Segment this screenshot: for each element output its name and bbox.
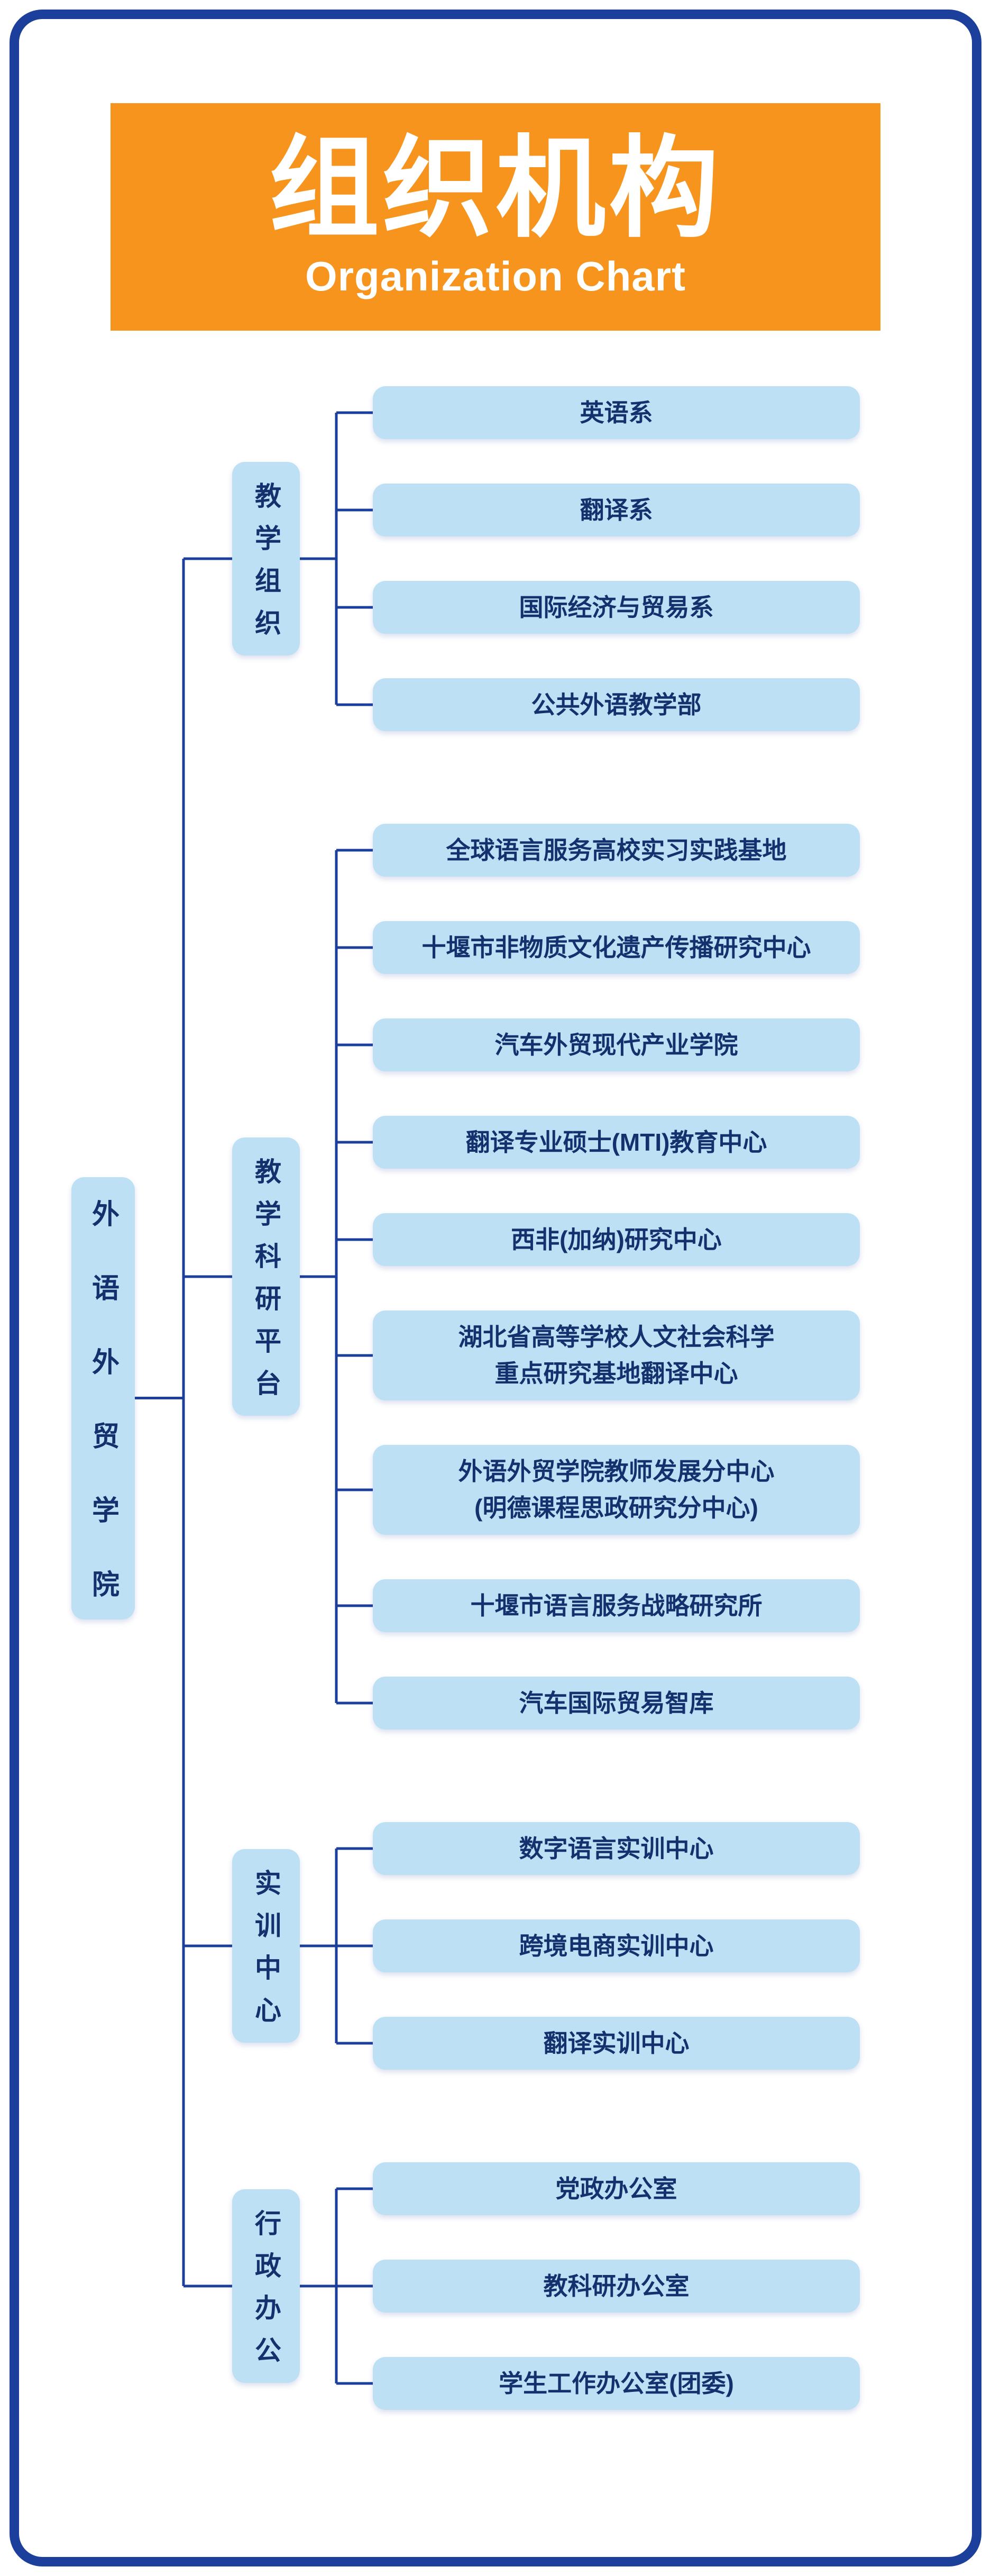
category-node: 教学科研平台 [232,1137,300,1416]
category-node: 教学组织 [232,462,300,656]
leaf-node: 翻译系 [373,484,860,536]
leaf-node: 湖北省高等学校人文社会科学 重点研究基地翻译中心 [373,1310,860,1400]
leaf-node: 翻译实训中心 [373,2017,860,2070]
leaf-node: 学生工作办公室(团委) [373,2357,860,2410]
category-node-label: 教学科研平台 [251,1158,281,1412]
category-node: 行政办公 [232,2189,300,2383]
groups-column: 教学组织 英语系翻译系国际经济与贸易系公共外语教学部教学科研平台 全球语言服务高校实… [232,386,860,2410]
leaves-column: 数字语言实训中心跨境电商实训中心翻译实训中心 [373,1822,860,2070]
header-banner: 组织机构 Organization Chart [111,103,880,331]
category-node-label: 行政办公 [251,2209,281,2379]
root-node-label: 外语外贸学院 [87,1199,118,1644]
leaf-node: 国际经济与贸易系 [373,581,860,634]
category-node-label: 教学组织 [251,482,281,651]
leaf-node: 外语外贸学院教师发展分中心 (明德课程思政研究分中心) [373,1445,860,1535]
leaf-node: 汽车外贸现代产业学院 [373,1018,860,1071]
leaf-node: 教科研办公室 [373,2260,860,2313]
root-node: 外语外贸学院 [71,1177,135,1644]
leaf-node: 数字语言实训中心 [373,1822,860,1875]
group-row: 教学组织 英语系翻译系国际经济与贸易系公共外语教学部 [232,386,860,731]
org-chart: 外语外贸学院 教学组织 英语系翻译系国际经济与贸易系公共外语教学部教学科研平台 全球… [0,386,991,2410]
leaf-node: 跨境电商实训中心 [373,1919,860,1972]
page-title: 组织机构 [269,127,722,250]
leaf-node: 十堰市非物质文化遗产传播研究中心 [373,921,860,974]
category-node-label: 实训中心 [251,1869,281,2038]
group-row: 行政办公 党政办公室教科研办公室学生工作办公室(团委) [232,2162,860,2410]
leaf-node: 翻译专业硕士(MTI)教育中心 [373,1116,860,1169]
page-subtitle: Organization Chart [305,252,686,299]
leaf-node: 全球语言服务高校实习实践基地 [373,824,860,877]
leaves-column: 英语系翻译系国际经济与贸易系公共外语教学部 [373,386,860,731]
connector-lines [135,411,373,2385]
category-node: 实训中心 [232,1849,300,2043]
group-row: 实训中心 数字语言实训中心跨境电商实训中心翻译实训中心 [232,1822,860,2070]
leaf-node: 英语系 [373,386,860,439]
leaf-node: 西非(加纳)研究中心 [373,1213,860,1266]
leaf-node: 党政办公室 [373,2162,860,2215]
leaves-column: 全球语言服务高校实习实践基地十堰市非物质文化遗产传播研究中心汽车外贸现代产业学院… [373,824,860,1730]
leaf-node: 公共外语教学部 [373,678,860,731]
group-row: 教学科研平台 全球语言服务高校实习实践基地十堰市非物质文化遗产传播研究中心汽车外贸… [232,824,860,1730]
leaf-node: 十堰市语言服务战略研究所 [373,1579,860,1632]
leaves-column: 党政办公室教科研办公室学生工作办公室(团委) [373,2162,860,2410]
leaf-node: 汽车国际贸易智库 [373,1677,860,1730]
